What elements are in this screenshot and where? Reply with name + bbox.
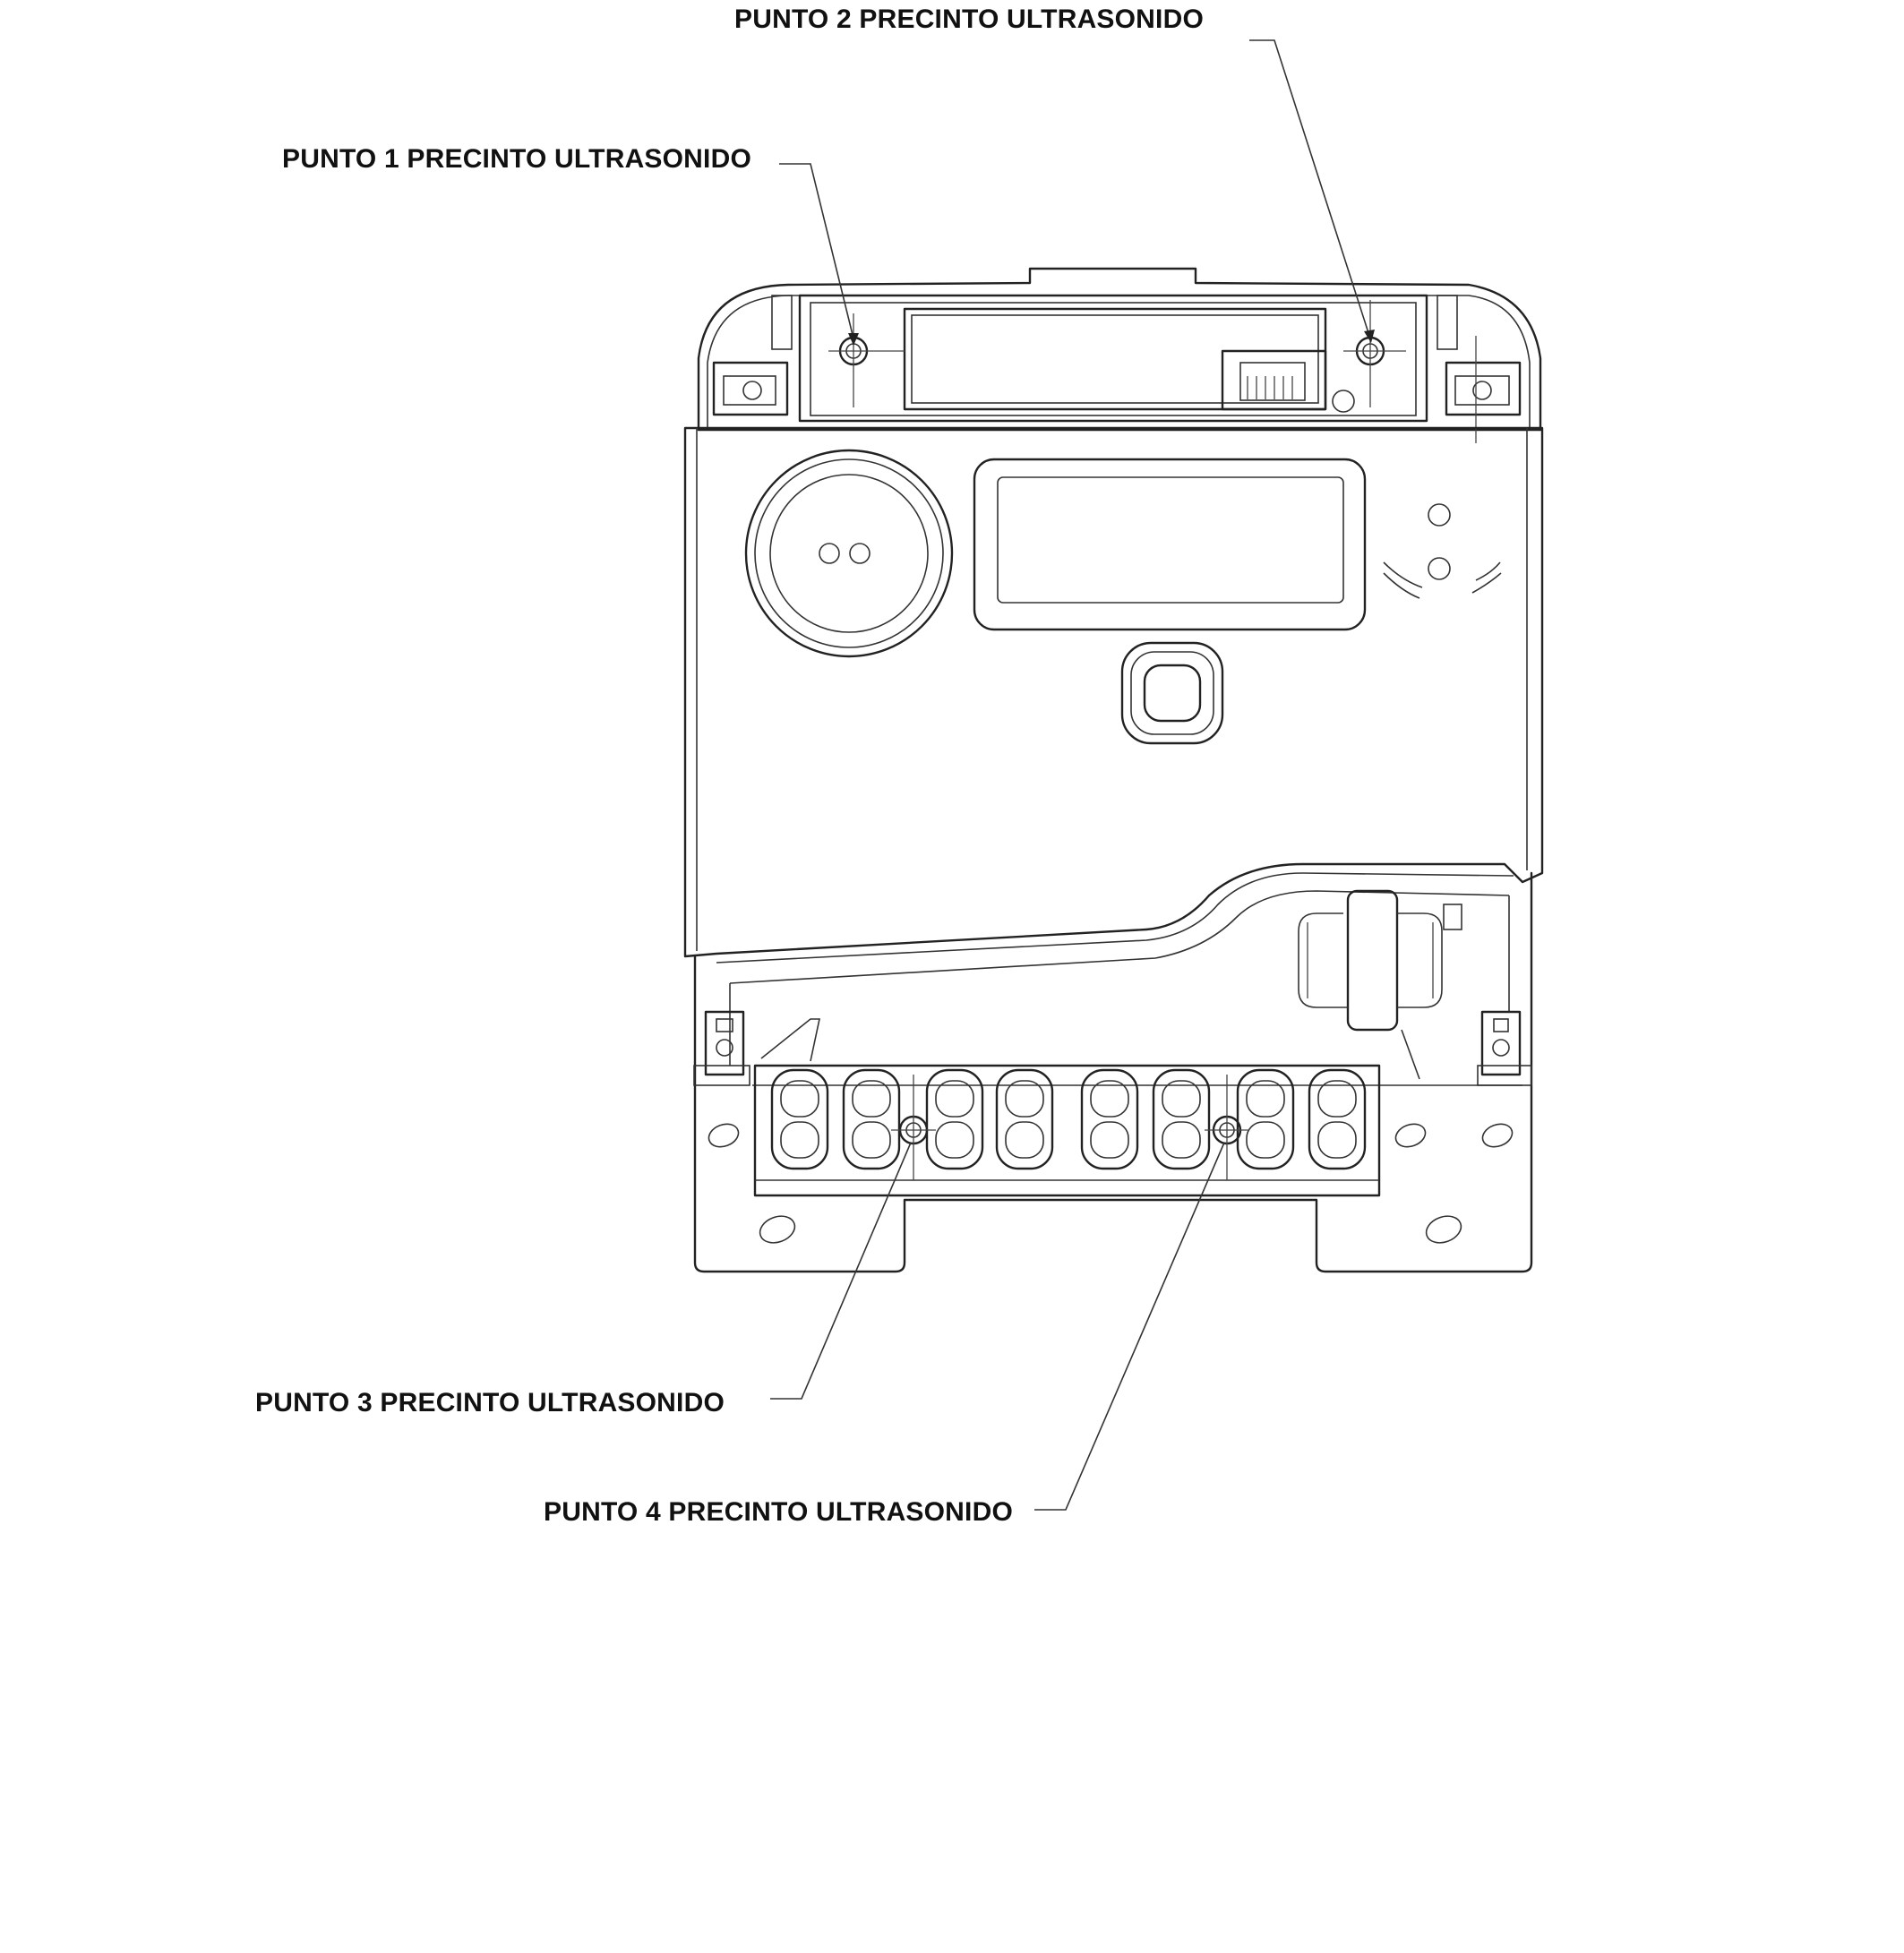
leader-line-1 xyxy=(779,163,859,346)
meter-top-cover xyxy=(697,267,1542,432)
seal-point-3 xyxy=(891,1075,936,1180)
meter-terminal-base xyxy=(693,871,1533,1273)
callout-label-punto-2: PUNTO 2 PRECINTO ULTRASONIDO xyxy=(734,4,1204,34)
terminal-slots xyxy=(770,1068,1367,1170)
callout-label-punto-4: PUNTO 4 PRECINTO ULTRASONIDO xyxy=(544,1497,1013,1527)
meter-main-body xyxy=(683,426,1544,958)
callout-label-punto-3: PUNTO 3 PRECINTO ULTRASONIDO xyxy=(255,1388,725,1418)
seal-point-4 xyxy=(1205,1075,1249,1180)
leader-line-3 xyxy=(770,1142,912,1400)
callout-label-punto-1: PUNTO 1 PRECINTO ULTRASONIDO xyxy=(282,144,751,174)
seal-point-1 xyxy=(828,313,905,407)
leader-line-4 xyxy=(1034,1142,1225,1511)
leader-line-2 xyxy=(1249,39,1375,343)
